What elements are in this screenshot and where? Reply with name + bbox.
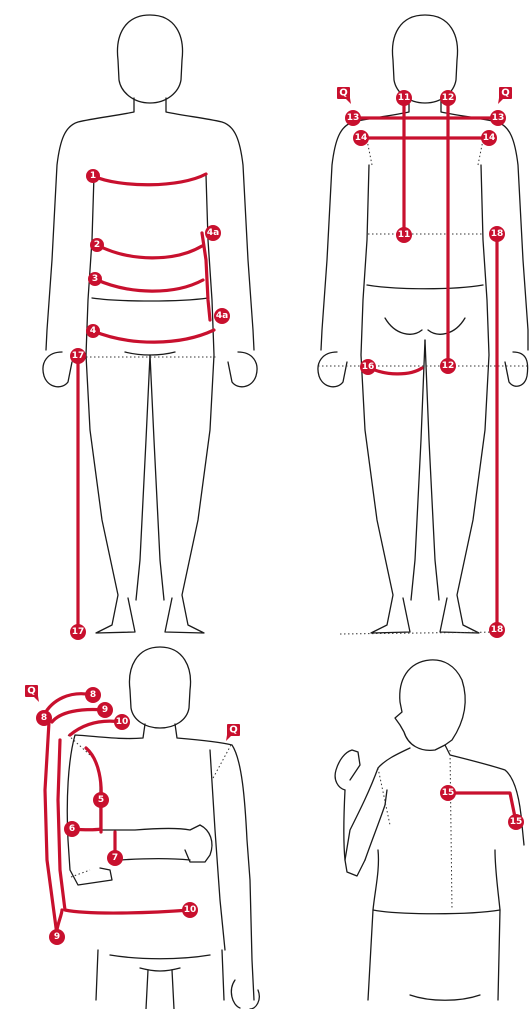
svg-text:13: 13 [492, 113, 505, 123]
svg-text:10: 10 [116, 717, 129, 727]
marker-10-bottom: 10 [182, 902, 198, 918]
svg-text:14: 14 [355, 133, 368, 143]
svg-text:17: 17 [72, 351, 85, 361]
marker-18-bottom: 18 [489, 622, 505, 638]
marker-3: 3 [88, 272, 102, 286]
marker-17-bottom: 17 [70, 624, 86, 640]
svg-text:18: 18 [491, 625, 504, 635]
svg-text:Q: Q [501, 88, 510, 99]
marker-4a-top: 4a [205, 225, 221, 241]
svg-text:7: 7 [112, 853, 118, 863]
svg-text:18: 18 [491, 229, 504, 239]
svg-text:4a: 4a [207, 228, 219, 238]
marker-13-right: 13 [490, 110, 506, 126]
svg-text:9: 9 [102, 705, 108, 715]
marker-13-left: 13 [345, 110, 361, 126]
svg-text:Q: Q [27, 686, 36, 697]
svg-text:6: 6 [69, 824, 75, 834]
svg-text:9: 9 [54, 932, 60, 942]
svg-text:3: 3 [92, 274, 98, 284]
marker-9-bottom: 9 [49, 929, 65, 945]
svg-text:13: 13 [347, 113, 360, 123]
marker-4a-bottom: 4a [214, 308, 230, 324]
svg-text:8: 8 [90, 690, 96, 700]
svg-text:10: 10 [184, 905, 197, 915]
svg-text:15: 15 [510, 817, 523, 827]
marker-8-top: 8 [85, 687, 101, 703]
q-tag-back-left: Q [337, 87, 351, 104]
svg-text:12: 12 [442, 361, 455, 371]
svg-text:5: 5 [98, 795, 104, 805]
svg-text:11: 11 [398, 93, 411, 103]
marker-12-top: 12 [440, 90, 456, 106]
front-figure [43, 15, 257, 633]
marker-10-top: 10 [114, 714, 130, 730]
marker-14-left: 14 [353, 130, 369, 146]
svg-text:17: 17 [72, 627, 85, 637]
marker-6: 6 [64, 821, 80, 837]
q-tag-back-right: Q [498, 87, 512, 104]
svg-text:Q: Q [229, 725, 238, 736]
marker-18-top: 18 [489, 226, 505, 242]
svg-text:4: 4 [90, 326, 96, 336]
svg-text:11: 11 [398, 230, 411, 240]
marker-16: 16 [360, 359, 376, 375]
marker-11-bottom: 11 [396, 227, 412, 243]
marker-4: 4 [86, 324, 100, 338]
marker-17-top: 17 [70, 348, 86, 364]
measurement-lines [44, 98, 516, 935]
marker-11-top: 11 [396, 90, 412, 106]
marker-15-right: 15 [508, 814, 524, 830]
marker-7: 7 [107, 850, 123, 866]
marker-5: 5 [93, 792, 109, 808]
svg-text:1: 1 [90, 171, 96, 181]
svg-text:15: 15 [442, 788, 455, 798]
q-tag-arm-right: Q [226, 724, 240, 741]
svg-text:16: 16 [362, 362, 375, 372]
marker-8-side: 8 [36, 710, 52, 726]
marker-14-right: 14 [481, 130, 497, 146]
svg-text:Q: Q [339, 88, 348, 99]
svg-text:2: 2 [94, 240, 100, 250]
svg-text:14: 14 [483, 133, 496, 143]
marker-9-top: 9 [97, 702, 113, 718]
q-tag-arm-left: Q [25, 685, 39, 702]
svg-text:8: 8 [41, 713, 47, 723]
svg-text:4a: 4a [216, 311, 228, 321]
marker-15-left: 15 [440, 785, 456, 801]
marker-12-bottom: 12 [440, 358, 456, 374]
side-figure [335, 660, 524, 1000]
svg-text:12: 12 [442, 93, 455, 103]
marker-1: 1 [86, 169, 100, 183]
marker-2: 2 [90, 238, 104, 252]
